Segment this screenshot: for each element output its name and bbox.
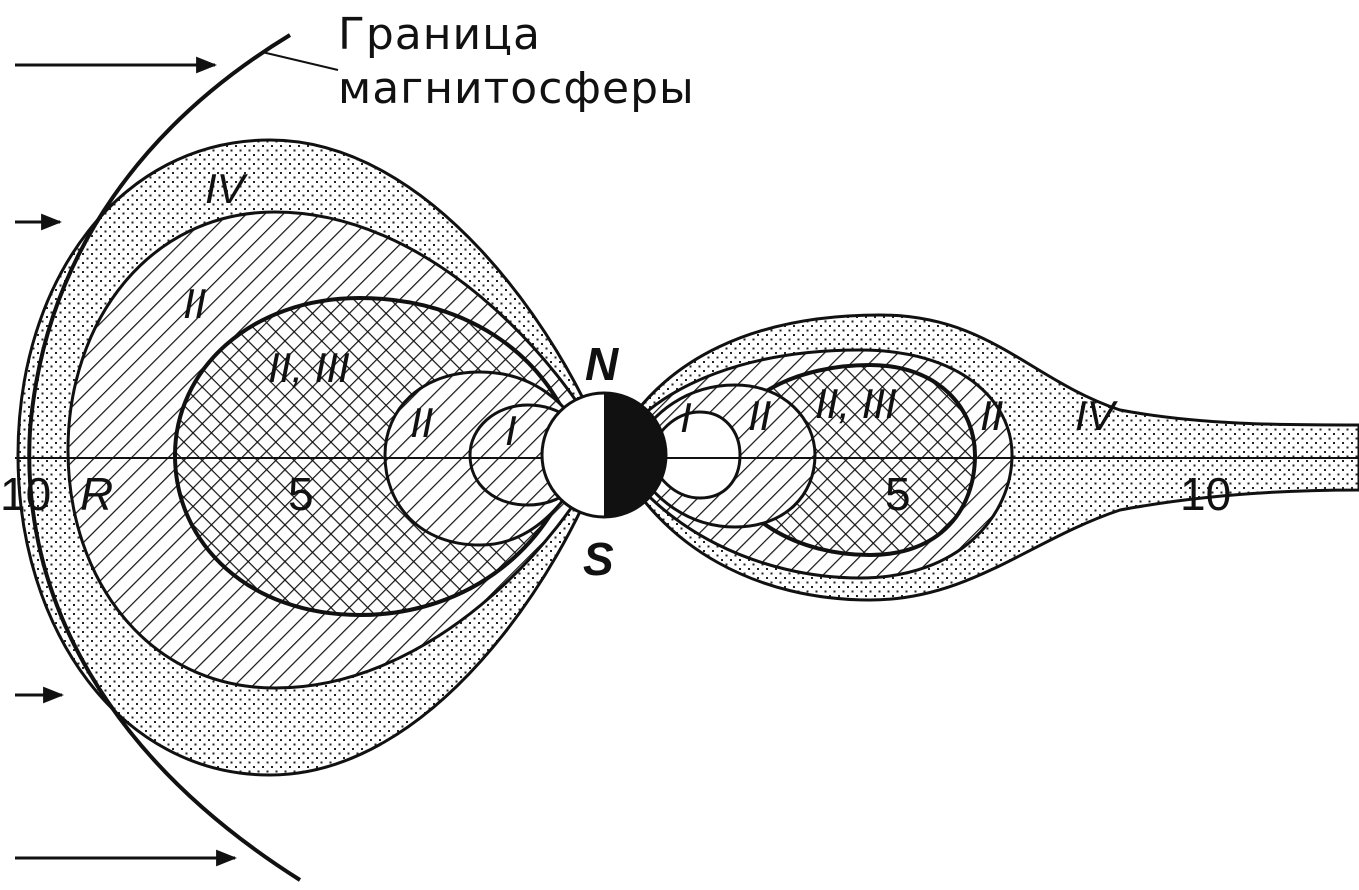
south-pole-label: S [583, 533, 614, 585]
zone-label-night-i: I [680, 394, 692, 441]
earth [542, 393, 666, 517]
zone-label-day-ii-inner: II [410, 399, 434, 446]
north-pole-label: N [585, 338, 619, 390]
caption-leader-line [262, 52, 338, 70]
axis-label-night-5: 5 [885, 468, 911, 520]
axis-label-night-10: 10 [1180, 468, 1231, 520]
zone-label-day-ii-iii: II, III [268, 344, 350, 391]
axis-label-day-5: 5 [288, 468, 314, 520]
zone-label-night-ii-iii: II, III [815, 380, 897, 427]
zone-label-day-i: I [505, 407, 517, 454]
zone-label-day-ii: II [183, 280, 207, 327]
axis-label-r: R [80, 468, 113, 520]
zone-label-night-iv: IV [1075, 392, 1119, 439]
zone-label-night-ii: II [980, 392, 1004, 439]
zone-label-night-ii-inner: II [748, 392, 772, 439]
zone-label-day-iv: IV [205, 165, 249, 212]
axis-label-day-10: 10 [0, 468, 51, 520]
